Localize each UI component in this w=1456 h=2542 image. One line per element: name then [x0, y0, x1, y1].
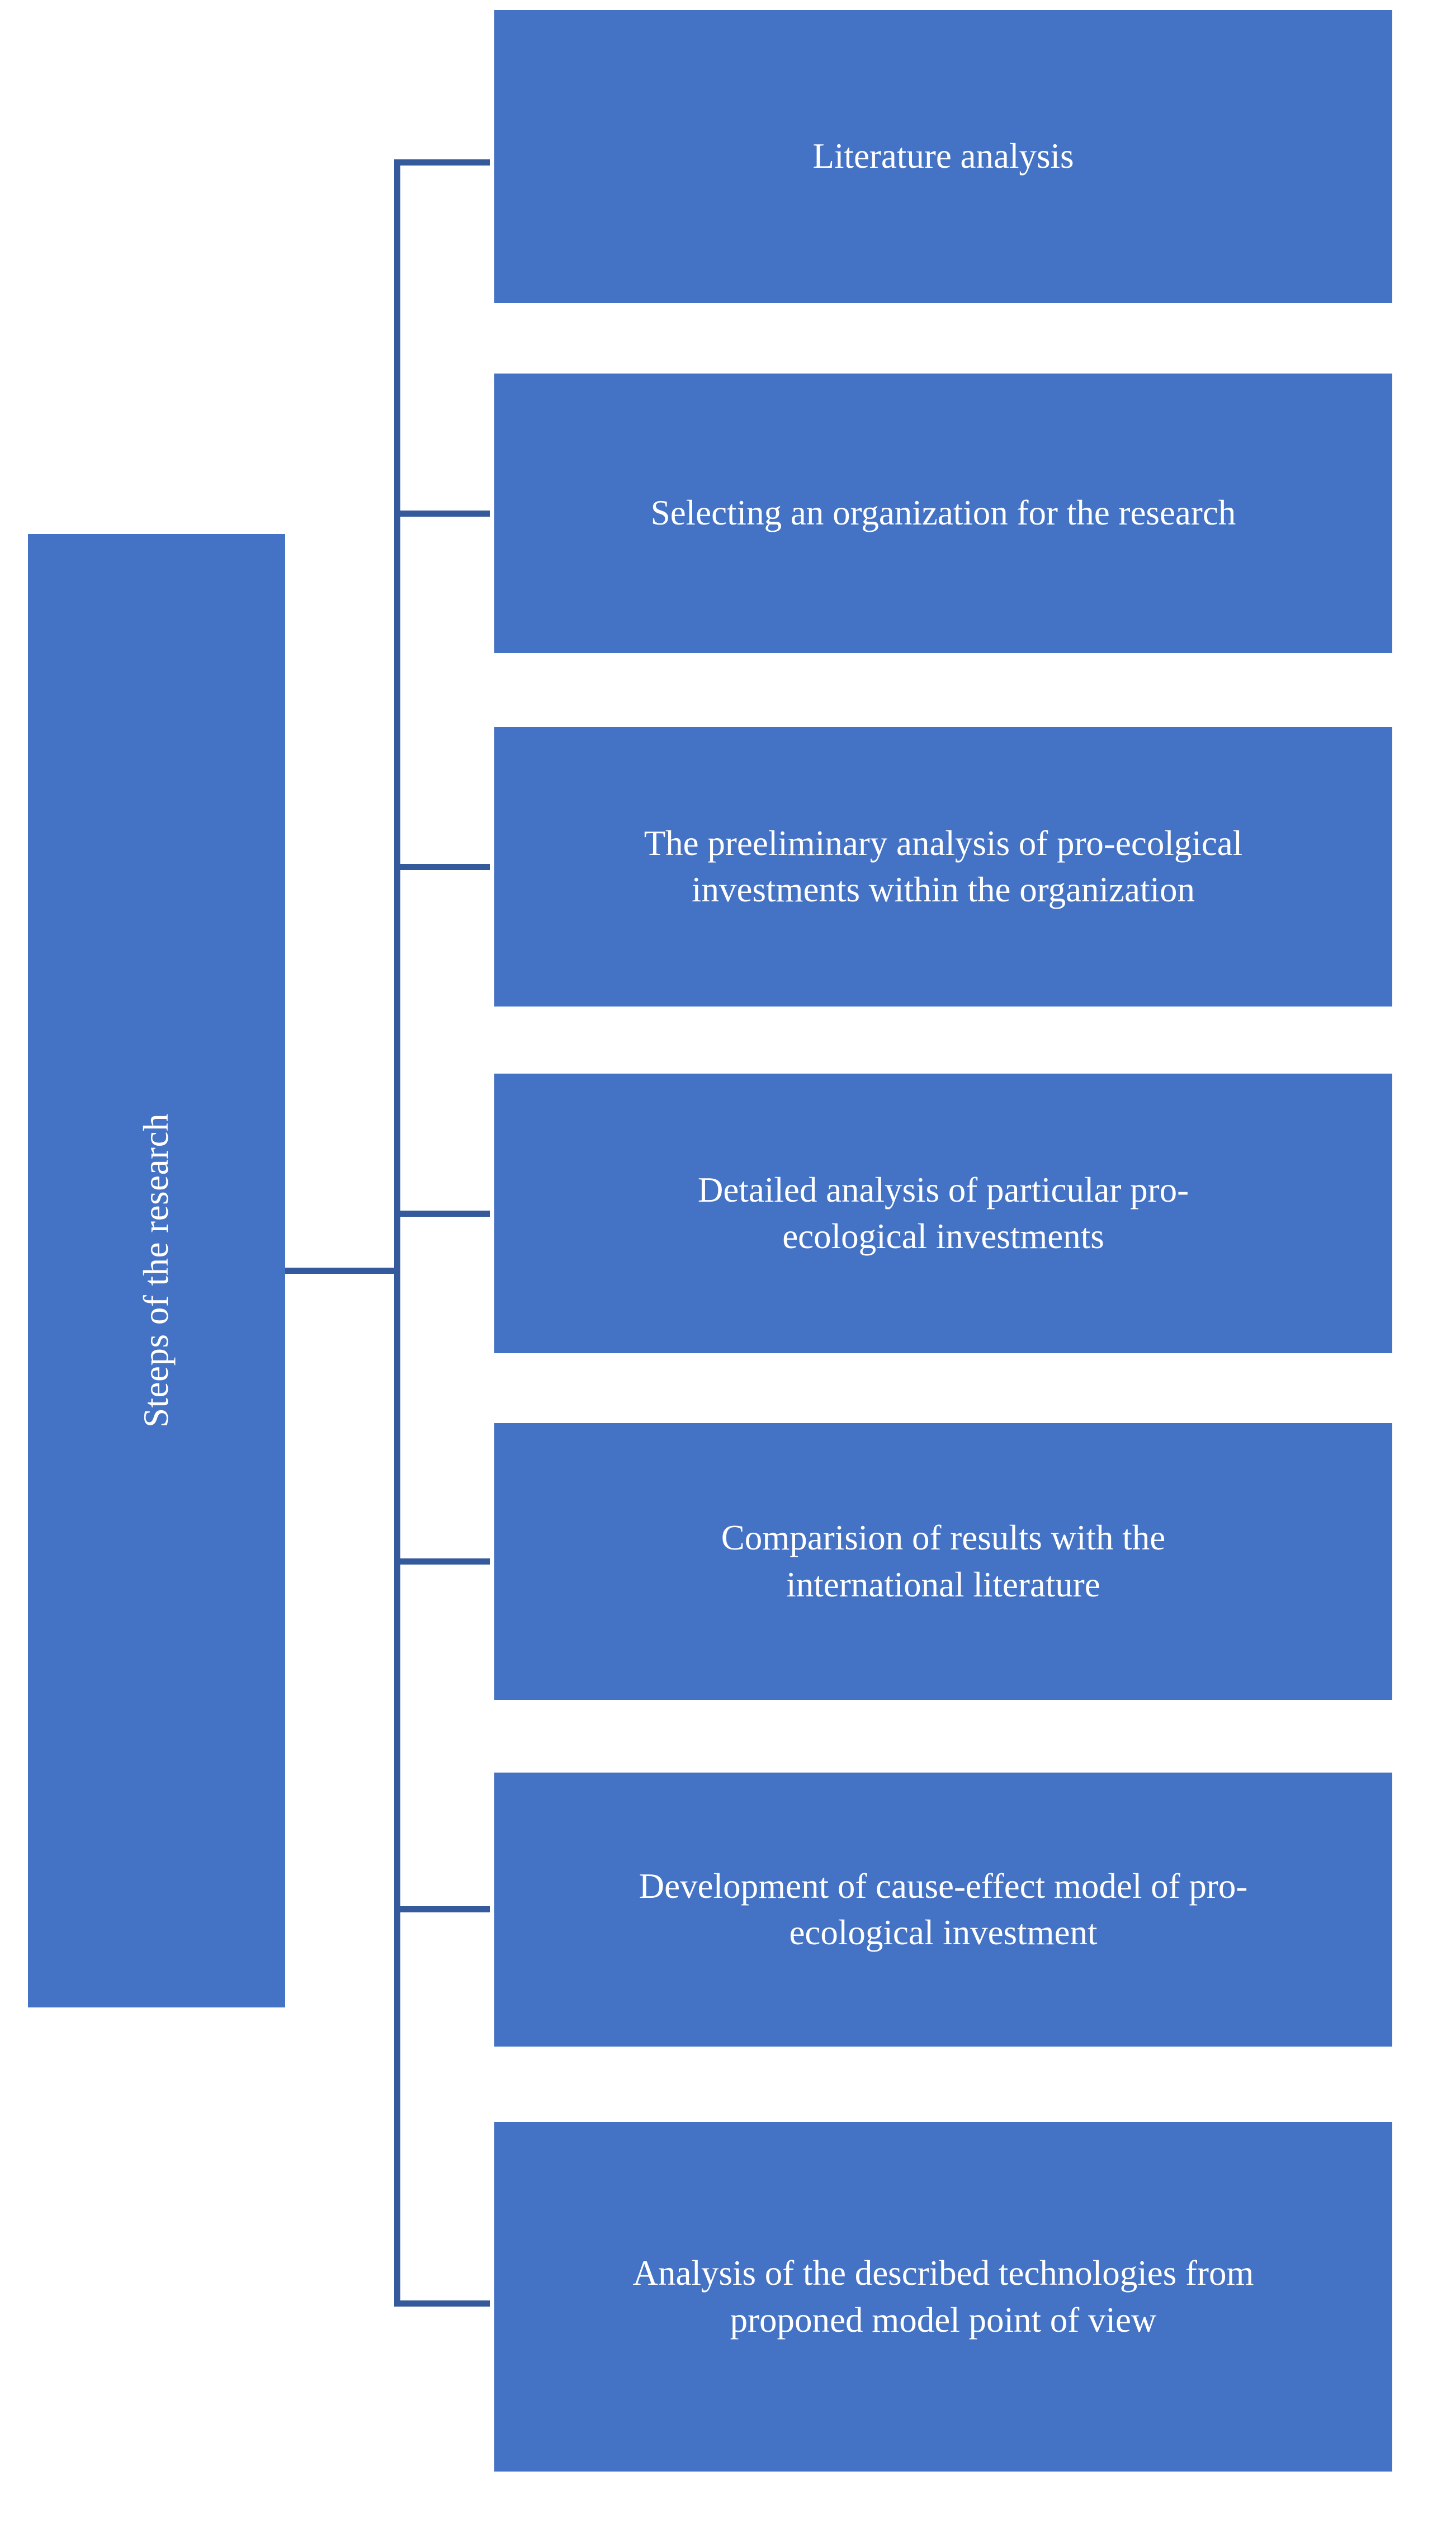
root-node-label: Steeps of the research — [136, 1113, 176, 1428]
step-node-5-line-2: international literature — [786, 1565, 1100, 1604]
step-node-4-line-2: ecological investments — [782, 1217, 1104, 1256]
step-node-6-label: Development of cause-effect model of pro… — [513, 1863, 1373, 1956]
step-node-7-line-2: proponed model point of view — [730, 2300, 1157, 2340]
step-node-3-line-1: The preeliminary analysis of pro-ecolgic… — [644, 823, 1243, 863]
step-node-5-line-1: Comparision of results with the — [721, 1518, 1166, 1558]
step-node-5-label: Comparision of results with the internat… — [513, 1515, 1373, 1608]
step-node-3[interactable]: The preeliminary analysis of pro-ecolgic… — [494, 727, 1392, 1007]
connector-branch-6 — [394, 1906, 490, 1912]
step-node-7-label: Analysis of the described technologies f… — [513, 2250, 1373, 2343]
step-node-1[interactable]: Literature analysis — [494, 10, 1392, 303]
connector-vertical-trunk — [394, 159, 400, 2307]
root-node-steeps-of-the-research[interactable]: Steeps of the research — [28, 534, 285, 2007]
step-node-6[interactable]: Development of cause-effect model of pro… — [494, 1773, 1392, 2047]
step-node-7[interactable]: Analysis of the described technologies f… — [494, 2122, 1392, 2472]
step-node-4-label: Detailed analysis of particular pro- eco… — [513, 1167, 1373, 1260]
step-node-6-line-2: ecological investment — [789, 1913, 1098, 1952]
step-node-6-line-1: Development of cause-effect model of pro… — [639, 1866, 1248, 1906]
step-node-5[interactable]: Comparision of results with the internat… — [494, 1423, 1392, 1700]
step-node-1-label: Literature analysis — [513, 133, 1373, 179]
step-node-3-label: The preeliminary analysis of pro-ecolgic… — [513, 820, 1373, 913]
step-node-7-line-1: Analysis of the described technologies f… — [632, 2253, 1254, 2293]
connector-branch-3 — [394, 864, 490, 870]
step-node-2-line-1: Selecting an organization for the resear… — [650, 493, 1236, 533]
connector-branch-4 — [394, 1211, 490, 1217]
step-node-2[interactable]: Selecting an organization for the resear… — [494, 374, 1392, 653]
connector-branch-7 — [394, 2300, 490, 2307]
step-node-4[interactable]: Detailed analysis of particular pro- eco… — [494, 1074, 1392, 1353]
step-node-2-label: Selecting an organization for the resear… — [513, 490, 1373, 536]
connector-branch-2 — [394, 511, 490, 517]
connector-branch-5 — [394, 1558, 490, 1565]
connector-branch-1 — [394, 159, 490, 166]
connector-root-stem — [285, 1268, 400, 1274]
step-node-1-line-1: Literature analysis — [812, 136, 1074, 176]
step-node-3-line-2: investments within the organization — [692, 870, 1195, 909]
step-node-4-line-1: Detailed analysis of particular pro- — [697, 1170, 1189, 1209]
